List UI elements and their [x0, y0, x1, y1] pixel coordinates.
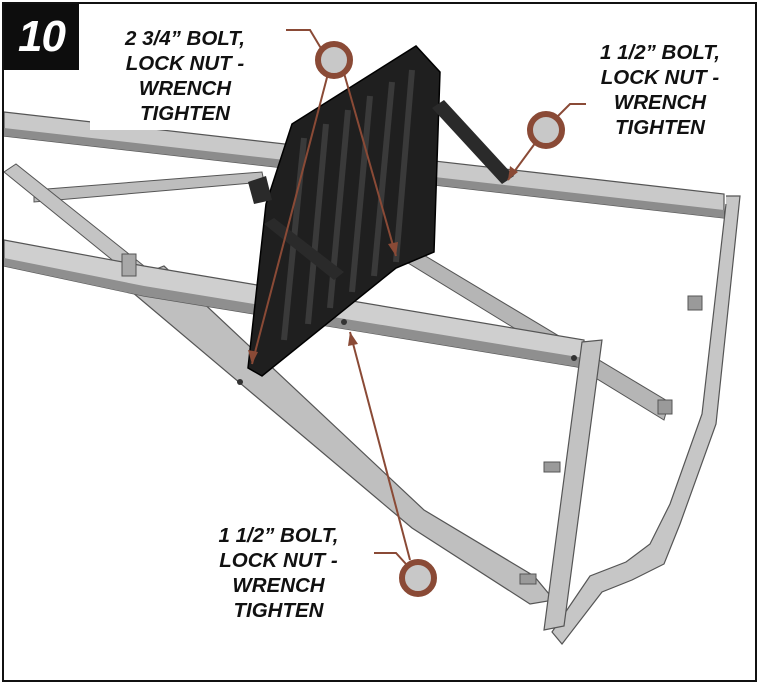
- bolt-hole: [571, 355, 577, 361]
- pointer-arrowhead: [348, 332, 358, 346]
- callout-line: LOCK NUT -: [600, 66, 720, 89]
- callout-line: 1 1/2” BOLT,: [600, 41, 720, 64]
- seat-support-arm: [248, 176, 272, 204]
- seat-slats: [281, 69, 415, 341]
- assembly-illustration: [4, 29, 741, 645]
- pointer-bottom: [349, 331, 411, 565]
- step-number: 10: [18, 12, 66, 61]
- bracket: [687, 295, 703, 311]
- pointer-arrowhead: [388, 242, 398, 256]
- callout-line: 1 1/2” BOLT,: [218, 524, 339, 547]
- callout-line: 2 3/4” BOLT,: [125, 27, 245, 50]
- callout-marker-top-left: [315, 41, 353, 79]
- callout-marker-top-right: [527, 111, 565, 149]
- pointer-top-left: [251, 29, 397, 365]
- rail-end-bracket: [121, 253, 137, 277]
- bracket: [657, 399, 673, 415]
- callout-label-top-right: 1 1/2” BOLT, LOCK NUT - WRENCH TIGHTEN: [570, 40, 750, 140]
- step-badge: 10: [4, 4, 79, 70]
- pointer-arrowhead: [248, 350, 258, 364]
- callout-label-top-left: 2 3/4” BOLT, LOCK NUT - WRENCH TIGHTEN: [90, 26, 280, 130]
- front-leg: [543, 339, 603, 631]
- callout-line: TIGHTEN: [233, 599, 324, 622]
- seat-panel: [247, 45, 441, 377]
- callout-line: TIGHTEN: [140, 102, 230, 125]
- bracket: [519, 573, 537, 585]
- bolt-hole: [341, 319, 347, 325]
- bracket: [543, 461, 561, 473]
- seat-support-arm: [264, 218, 344, 280]
- seat-support-arm: [432, 100, 514, 184]
- callout-marker-bottom: [399, 559, 437, 597]
- pointer-arrowhead: [508, 166, 518, 180]
- callout-line: LOCK NUT -: [219, 549, 338, 572]
- rear-leg-frame: [551, 195, 741, 645]
- callout-label-bottom: 1 1/2” BOLT, LOCK NUT - WRENCH TIGHTEN: [186, 523, 371, 623]
- callout-line: TIGHTEN: [615, 116, 705, 139]
- callout-line: WRENCH: [232, 574, 325, 597]
- callout-line: LOCK NUT -: [125, 52, 245, 75]
- bolt-hole: [237, 379, 243, 385]
- callout-line: WRENCH: [613, 91, 707, 114]
- rear-cross-tube: [33, 171, 265, 203]
- callout-line: WRENCH: [138, 77, 232, 100]
